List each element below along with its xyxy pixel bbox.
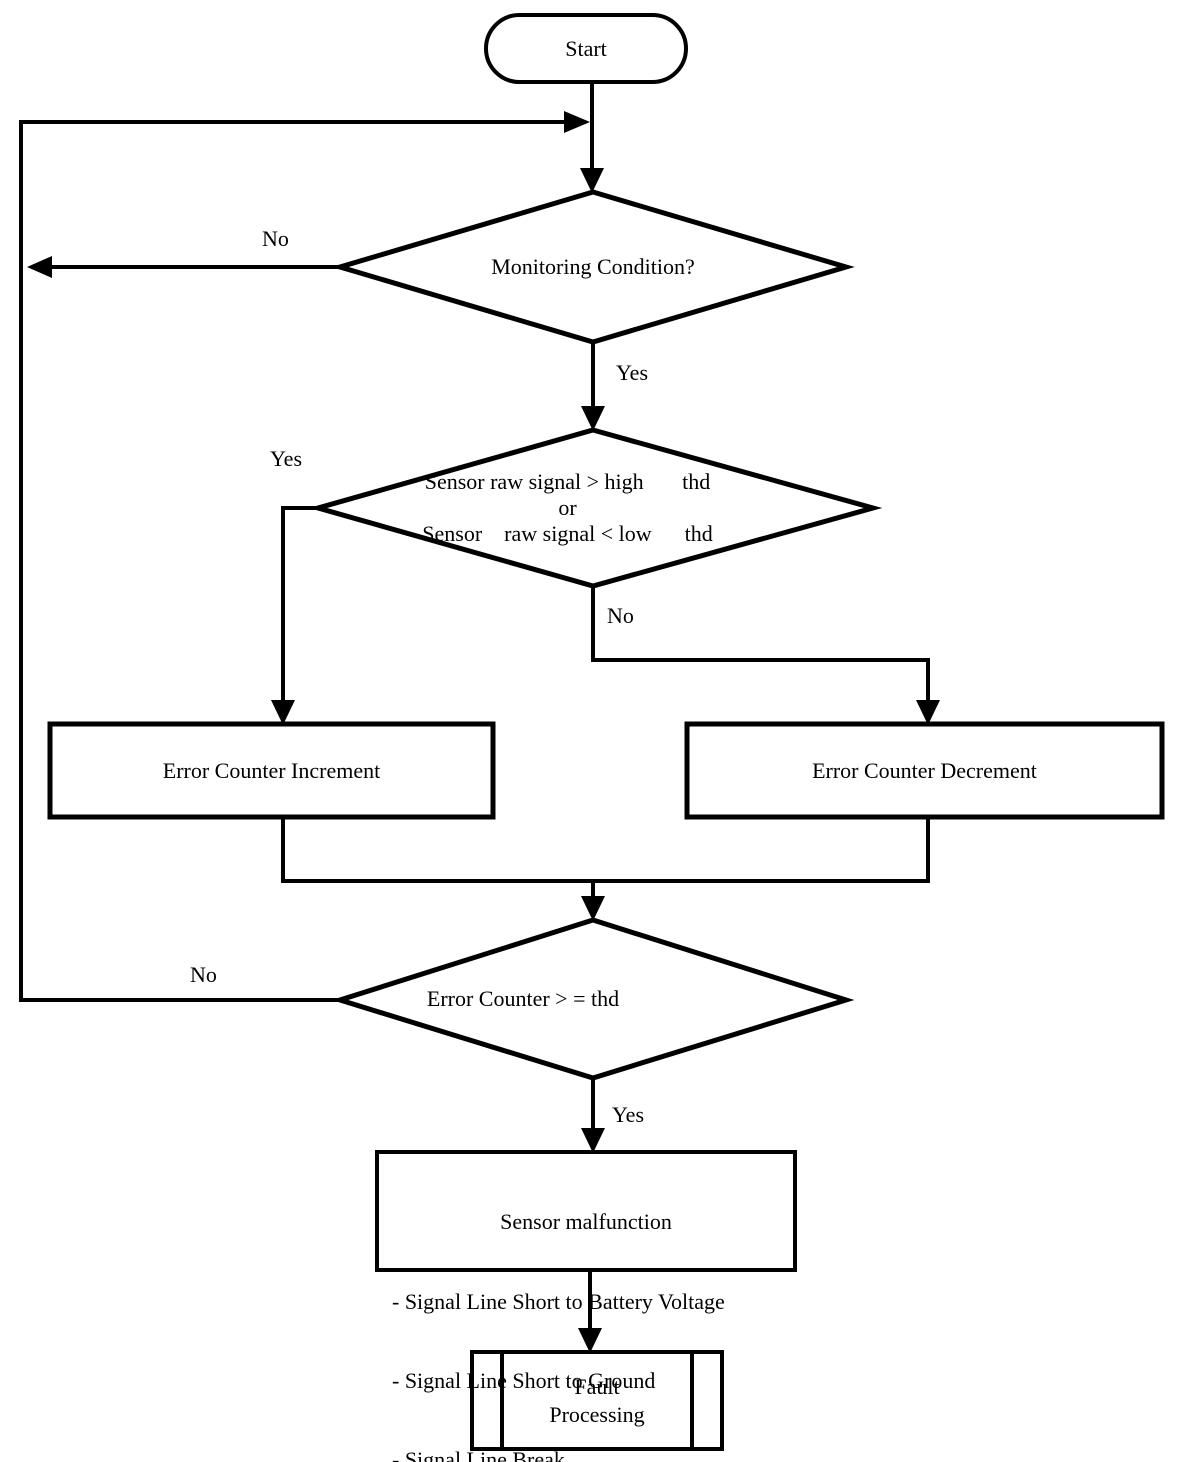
fault-processing-label: Fault Processing bbox=[502, 1352, 692, 1449]
error-counter-increment-box bbox=[47, 721, 496, 820]
signal-no-line bbox=[591, 586, 930, 702]
edge-label-monitoring-no: No bbox=[262, 226, 289, 251]
signal-no-arrowhead-icon bbox=[916, 700, 940, 725]
monitoring-yes-arrowhead-icon bbox=[581, 406, 605, 431]
signal-threshold-line1: Sensor raw signal > high thd bbox=[424, 469, 711, 494]
error-counter-threshold-label: Error Counter > = thd bbox=[426, 986, 620, 1011]
counter-yes-arrowhead-icon bbox=[581, 1128, 605, 1153]
sensor-malfunction-item: - Signal Line Short to Ground bbox=[392, 1368, 656, 1393]
signal-yes-line bbox=[281, 506, 318, 702]
fault-arrowhead-icon bbox=[578, 1328, 602, 1353]
sensor-malfunction-content: Sensor malfunction - Signal Line Short t… bbox=[377, 1156, 795, 1462]
monitoring-no-arrowhead-icon bbox=[27, 256, 52, 278]
start-label: Start bbox=[565, 35, 607, 61]
sensor-malfunction-item: - Signal Line Break bbox=[392, 1447, 565, 1462]
error-counter-decrement-box bbox=[684, 721, 1165, 820]
feedback-loop-line bbox=[19, 120, 566, 1002]
error-counter-increment-label: Error Counter Increment bbox=[162, 757, 381, 783]
edge-label-signal-no: No bbox=[607, 603, 634, 628]
signal-yes-arrowhead-icon bbox=[271, 700, 295, 725]
signal-threshold-label: Sensor raw signal > high thd or Sensor r… bbox=[290, 430, 845, 586]
edge-label-counter-no: No bbox=[190, 962, 217, 987]
sensor-malfunction-title: Sensor malfunction bbox=[500, 1209, 672, 1234]
sensor-malfunction-item: - Signal Line Short to Battery Voltage bbox=[392, 1289, 725, 1314]
monitoring-condition-label: Monitoring Condition? bbox=[491, 254, 695, 279]
fault-processing-line1: Fault bbox=[574, 1373, 620, 1399]
signal-threshold-line3: Sensor raw signal < low thd bbox=[422, 521, 713, 546]
sensor-malfunction-box bbox=[375, 1150, 797, 1272]
start-node-shape bbox=[484, 13, 688, 84]
signal-threshold-line2: or bbox=[558, 495, 577, 520]
fault-processing-box bbox=[470, 1350, 724, 1451]
start-arrowhead-icon bbox=[580, 168, 604, 193]
fault-processing-line2: Processing bbox=[549, 1401, 645, 1427]
edge-label-counter-yes: Yes bbox=[612, 1102, 645, 1127]
feedback-arrowhead-icon bbox=[564, 111, 590, 133]
merge-line bbox=[281, 817, 930, 883]
error-counter-decrement-label: Error Counter Decrement bbox=[812, 757, 1037, 783]
edge-label-signal-yes: Yes bbox=[270, 446, 303, 471]
merge-arrowhead-icon bbox=[581, 896, 605, 921]
edge-label-monitoring-yes: Yes bbox=[616, 360, 649, 385]
